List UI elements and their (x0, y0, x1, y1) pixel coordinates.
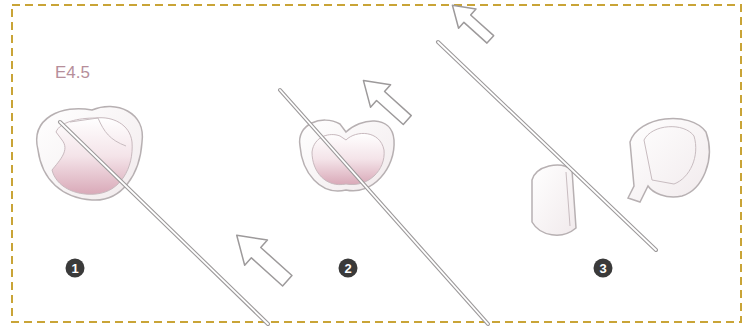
probe-instrument (60, 42, 656, 324)
callout-number: 2 (338, 258, 358, 278)
direction-arrow (225, 223, 298, 294)
callout-number-badge: 2 (338, 258, 358, 278)
direction-arrow (444, 0, 499, 49)
tooth-fragment-right (628, 119, 709, 202)
callout-number: 3 (593, 258, 613, 278)
callout-number: 1 (65, 258, 85, 278)
badge-circle (594, 259, 613, 278)
callout-number-badge: 3 (593, 258, 613, 278)
figure-number: E4.5 (55, 63, 90, 83)
badge-circle (339, 259, 358, 278)
direction-arrow (353, 69, 417, 131)
callout-number-badge: 1 (65, 258, 85, 278)
tooth-fragment-left (532, 165, 576, 235)
badge-circle (66, 259, 85, 278)
dashed-frame (12, 5, 741, 322)
